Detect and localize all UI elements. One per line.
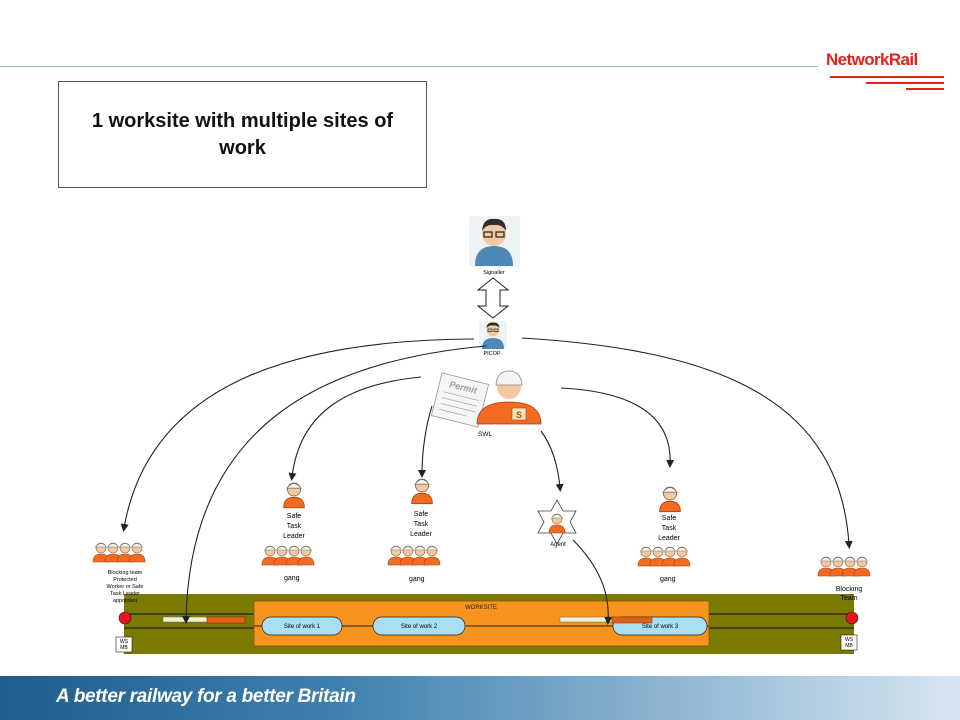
marker-box-right [840,634,858,651]
site-of-work-3-label: Site of work 3 [642,624,679,630]
agent-label: Agent [550,542,566,548]
blocking-team-left-icon [93,543,145,562]
arrow-picop-to-worksite [182,345,487,624]
stl-2-label-1: Safe [414,511,429,518]
gang-2-label: gang [409,576,425,583]
agent-star-icon [537,499,577,545]
blocking-left-label-2: Protected [113,577,137,583]
stl-1-worker-icon [283,482,305,509]
marker-box-left [115,636,133,653]
worksite-diagram: WORKSITE Site of work 1 Site of work 2 S… [0,216,960,654]
communication-arrows [120,337,853,625]
site-of-work-1-label: Site of work 1 [284,624,321,630]
arrow-agent-to-site [572,539,613,625]
stl-3-label-1: Safe [662,515,677,522]
blocking-left-label-5: appointed [113,598,137,604]
swl-label: SWL [478,431,492,438]
blocking-team-right-icon [818,557,870,576]
train-left-icon [162,616,246,624]
stl-2-label-3: Leader [410,531,432,538]
arrow-swl-to-stl-3 [560,387,675,468]
blocking-left-label-3: Worker or Safe [107,584,144,590]
footer-banner: A better railway for a better Britain [0,676,960,720]
two-way-arrow-icon [476,277,510,319]
site-of-work-2 [372,616,466,636]
footer-tagline: A better railway for a better Britain [56,686,356,707]
gang-3-icon [638,547,690,566]
marker-right-line1: WS [845,637,854,643]
marker-left-line2: MB [120,645,128,651]
picop-label: PICOP [483,351,500,357]
blocking-left-label-1: Blocking team [108,570,143,576]
stl-1-label-2: Task [287,523,302,530]
gang-3-label: gang [660,576,676,583]
marker-board-left-icon [118,611,132,625]
blocking-right-label-2: Team [840,595,857,602]
stl-3-label-2: Task [662,525,677,532]
logo-text: NetworkRail [826,50,918,69]
blocking-left-label-4: Task Leader [110,591,140,597]
stl-1-label-3: Leader [283,533,305,540]
track-area: WORKSITE Site of work 1 Site of work 2 S… [115,594,859,654]
site-of-work-2-label: Site of work 2 [401,624,438,630]
train-right-icon [559,616,653,624]
worksite-label: WORKSITE [465,605,497,611]
arrow-swl-to-stl-1 [288,376,422,481]
blocking-right-label-1: Blocking [836,586,863,593]
arrow-swl-to-agent [540,430,564,492]
site-of-work-1 [261,616,343,636]
gang-2-icon [388,546,440,565]
page-title: 1 worksite with multiple sites of work [91,109,394,159]
swl-icon: S [476,370,542,425]
stl-3-label-3: Leader [658,535,680,542]
arrow-picop-to-blocking-left [120,338,475,532]
arrow-picop-to-blocking-right [521,337,853,549]
logo-arrows-icon [830,76,944,90]
signaller-icon [469,216,520,267]
permit-icon: Permit [430,372,490,428]
swl-badge: S [516,410,522,420]
stl-3-worker-icon [659,486,681,513]
gang-1-icon [262,546,314,565]
stl-2-label-2: Task [414,521,429,528]
header-rule [0,66,818,67]
network-rail-logo: NetworkRail [826,44,946,96]
marker-left-line1: WS [120,639,129,645]
picop-icon [479,321,507,349]
signaller-label: Signaller [483,270,505,276]
marker-right-line2: MB [845,643,853,649]
marker-board-right-icon [845,611,859,625]
arrow-swl-to-stl-2 [418,405,433,478]
stl-1-label-1: Safe [287,513,302,520]
title-box: 1 worksite with multiple sites of work [58,81,427,188]
gang-1-label: gang [284,575,300,582]
stl-2-worker-icon [411,478,433,505]
